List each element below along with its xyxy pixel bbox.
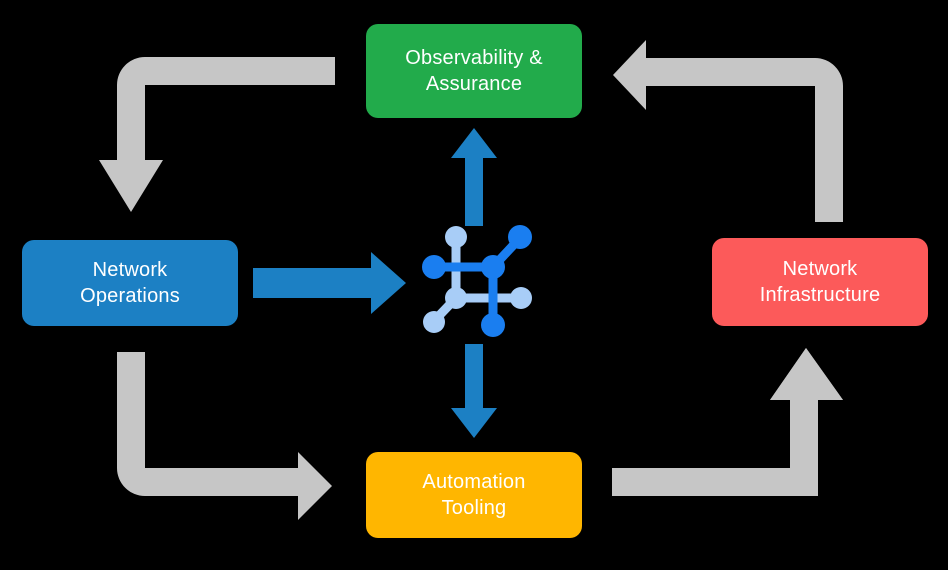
- connector-observability-to-operations: [99, 57, 335, 212]
- node-network-infrastructure-label: Network Infrastructure: [759, 257, 881, 306]
- connector-center-to-observability: [451, 128, 497, 226]
- node-network-infrastructure[interactable]: Network Infrastructure: [712, 238, 928, 326]
- node-observability-assurance[interactable]: Observability & Assurance: [366, 24, 582, 118]
- connector-automation-to-infrastructure: [612, 348, 843, 496]
- node-observability-label: Observability & Assurance: [405, 46, 543, 95]
- node-automation-tooling-label: Automation Tooling: [422, 470, 526, 519]
- node-network-operations[interactable]: Network Operations: [22, 240, 238, 326]
- connector-center-to-automation: [451, 344, 497, 438]
- connector-operations-to-automation: [117, 352, 332, 520]
- node-automation-tooling[interactable]: Automation Tooling: [366, 452, 582, 538]
- connector-infrastructure-to-observability: [613, 40, 843, 222]
- connector-operations-to-center: [253, 252, 406, 314]
- network-topology-icon: [422, 225, 532, 337]
- node-network-operations-label: Network Operations: [80, 258, 180, 307]
